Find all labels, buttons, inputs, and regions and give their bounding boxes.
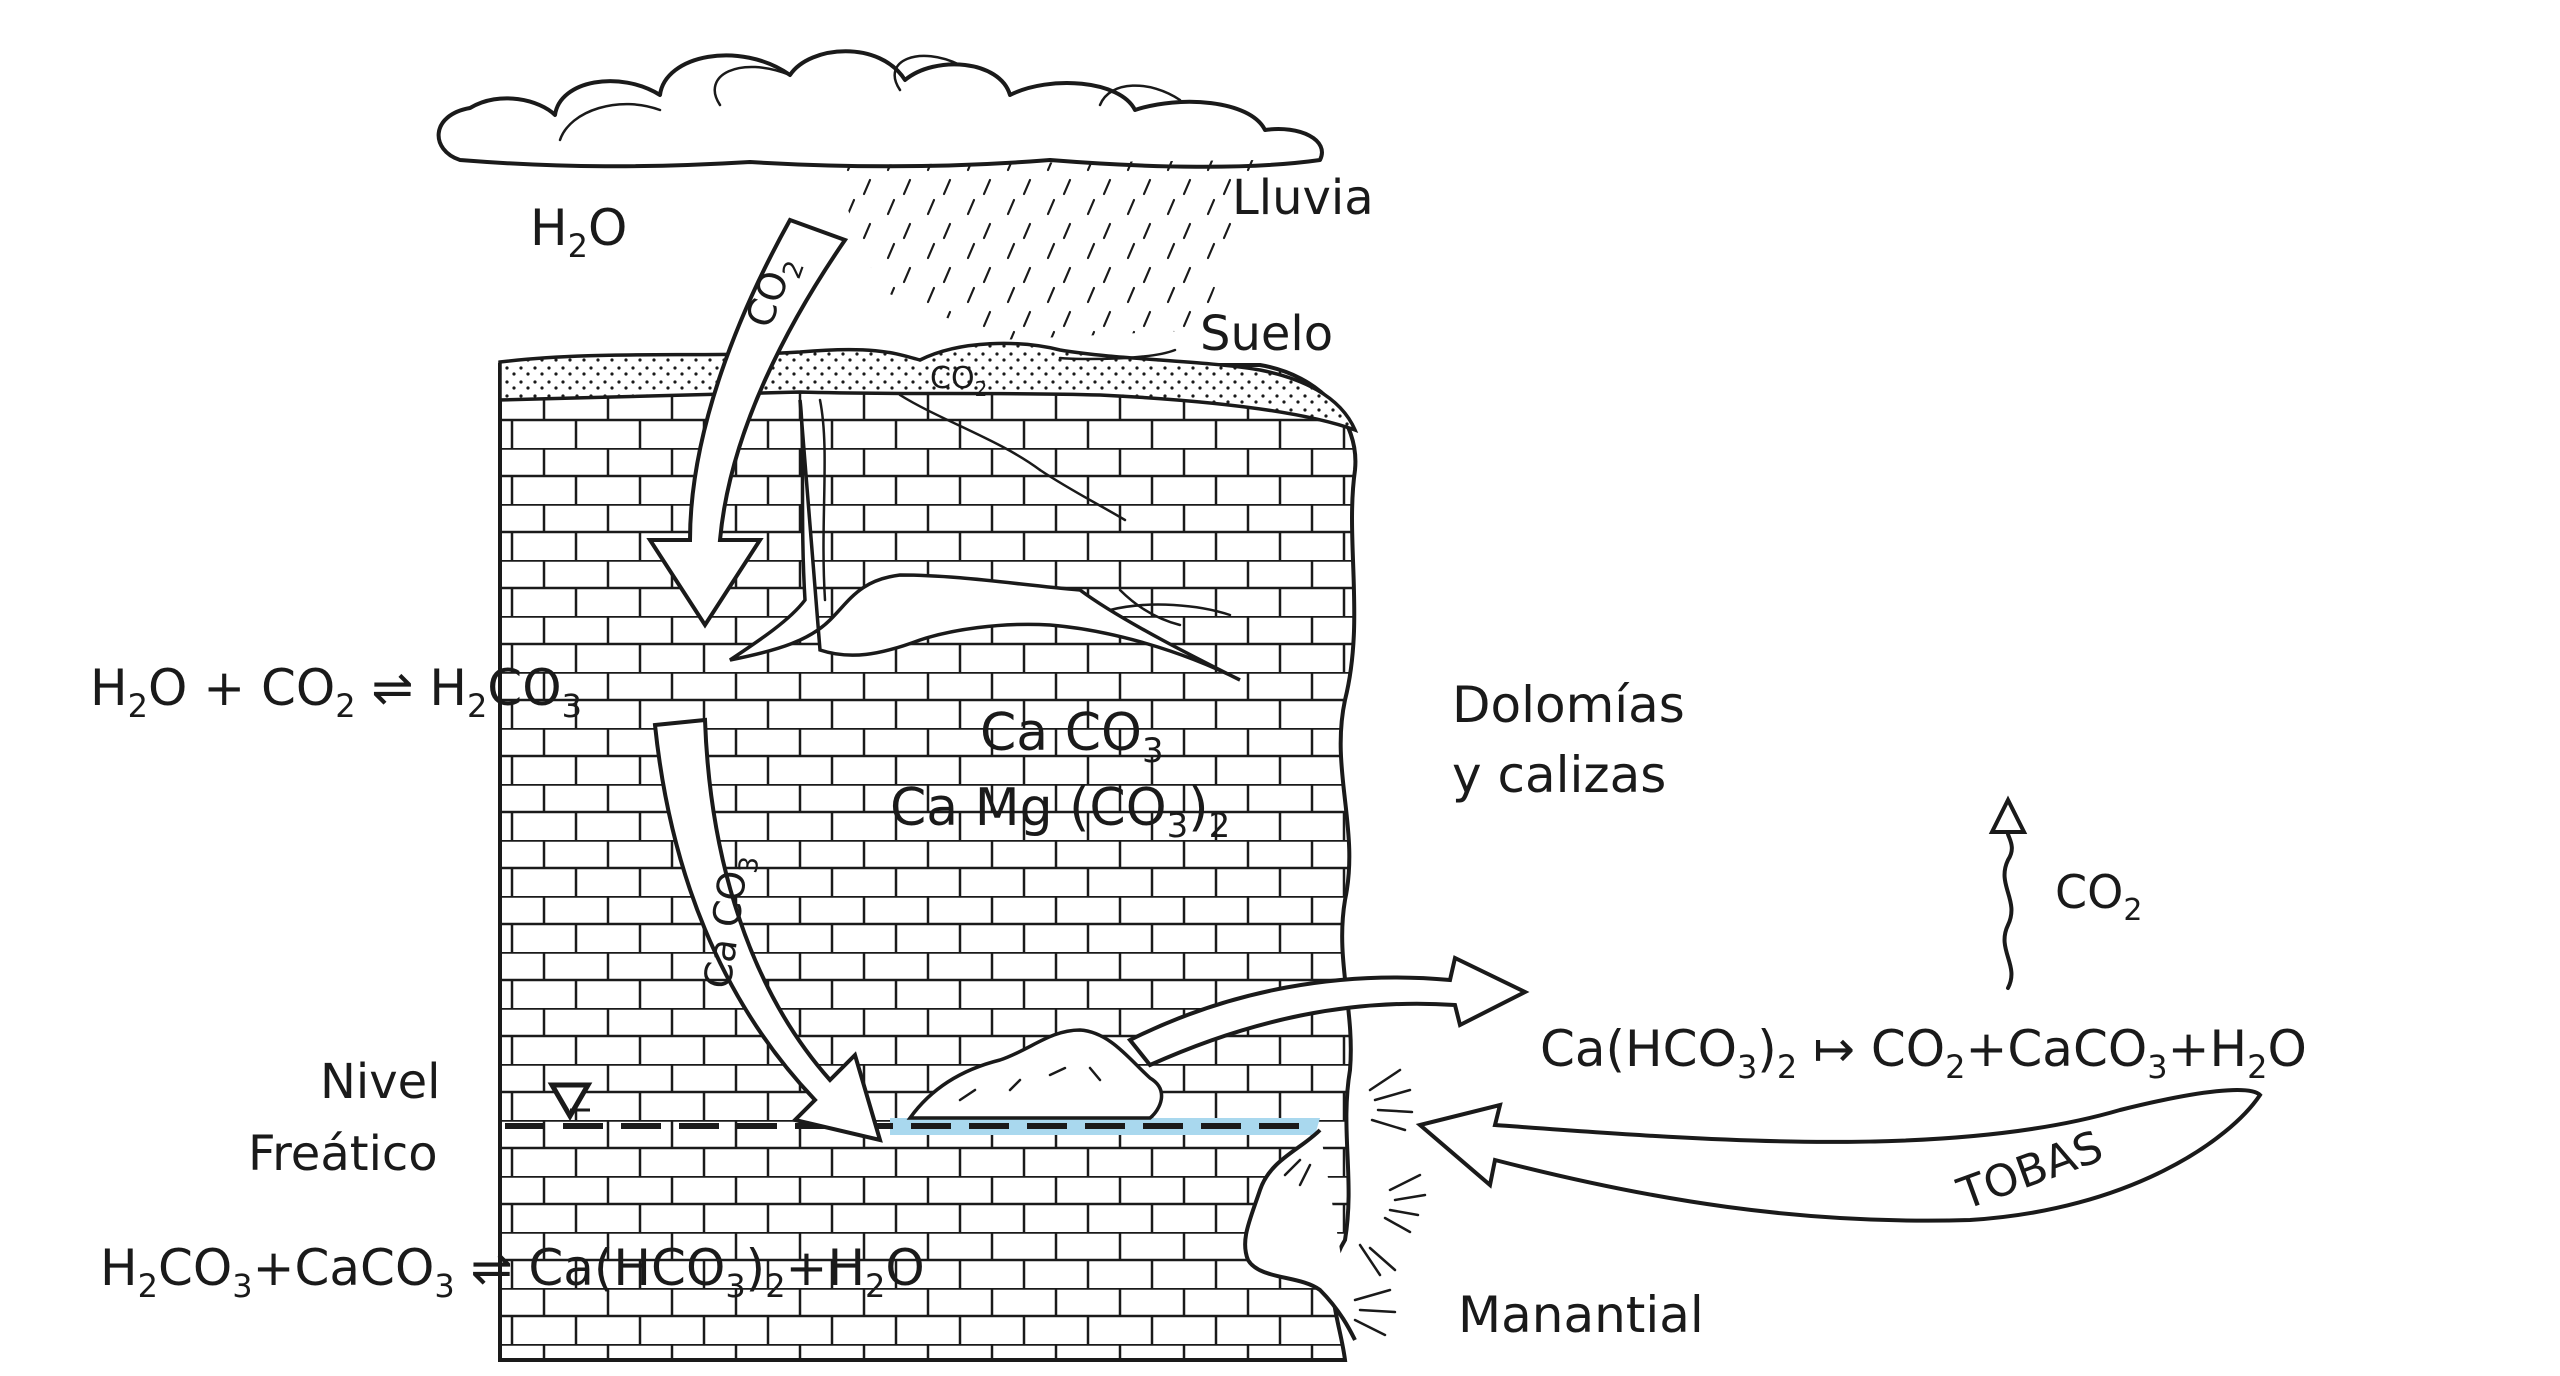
equation-tufa-precipitation: Ca(HCO3)2 ↦ CO2+CaCO3+H2O: [1540, 1020, 2307, 1086]
cloud: [436, 49, 1324, 169]
water-table-label: Nivel: [320, 1054, 441, 1110]
rock-label-line2: y calizas: [1452, 746, 1666, 804]
soil-pointer: [1058, 348, 1177, 361]
soil-label: Suelo: [1200, 306, 1333, 362]
equation-carbonic-acid: H2O + CO2 ⇌ H2CO3: [90, 659, 582, 725]
rain-label: Lluvia: [1232, 170, 1374, 226]
mineral-dolomite: Ca Mg (CO3)2: [890, 778, 1230, 846]
arrow-outflow: [1126, 955, 1530, 1068]
soil-layer: [498, 341, 1359, 434]
mineral-calcite: Ca CO3: [980, 703, 1164, 771]
co2-release: CO2: [1988, 795, 2142, 990]
spring-label: Manantial: [1458, 1286, 1704, 1344]
arrow-tobas: TOBAS: [1415, 1088, 2263, 1223]
tufa-mound: [906, 1028, 1164, 1120]
rock-label: Dolomías: [1452, 676, 1685, 734]
soil-co2-label: CO2: [930, 361, 987, 401]
arrow-caco3-dissolution: Ca CO3: [652, 717, 883, 1143]
water-label: H2O: [530, 199, 627, 265]
karst-conduits: [729, 393, 1241, 682]
water-table-marker-icon: [547, 1082, 593, 1121]
co2-release-label: CO2: [2055, 865, 2142, 928]
limestone-block: [498, 363, 1358, 1362]
water-table: [505, 1082, 1320, 1135]
rain-streaks: [830, 160, 1260, 340]
spring-tufa: [1243, 1068, 1427, 1341]
equation-dissolution: H2CO3+CaCO3 ⇌ Ca(HCO3)2+H2O: [100, 1239, 925, 1305]
water-table-label-line2: Freático: [248, 1126, 438, 1182]
up-arrow-icon: [1988, 795, 2028, 834]
